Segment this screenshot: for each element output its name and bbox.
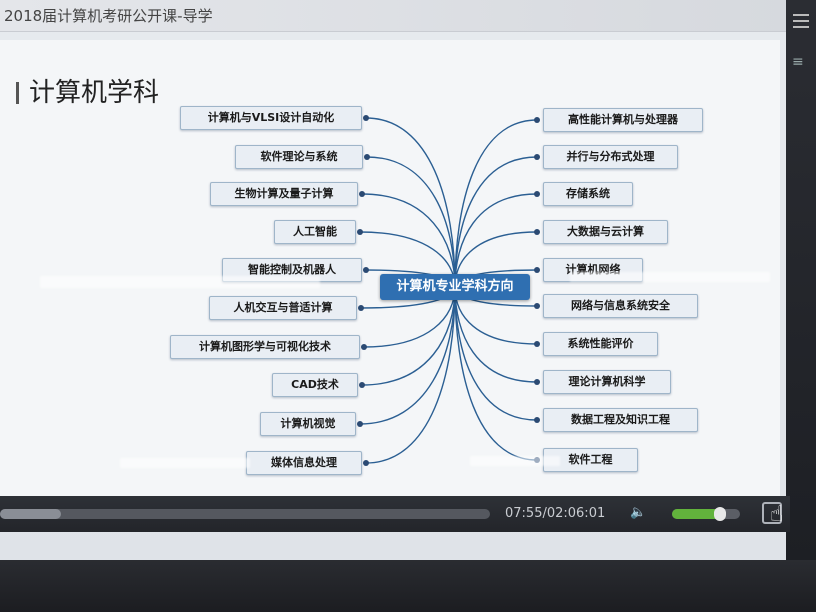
connector-dot <box>534 229 540 235</box>
right-branch-node: 网络与信息系统安全 <box>543 294 698 318</box>
connector-dot <box>534 117 540 123</box>
connector-dot <box>534 267 540 273</box>
connector-dot <box>534 154 540 160</box>
left-branch-node: 生物计算及量子计算 <box>210 182 358 206</box>
volume-icon[interactable]: 🔈 <box>630 505 650 523</box>
volume-slider[interactable] <box>672 509 740 519</box>
connector-dot <box>358 305 364 311</box>
connector-dot <box>534 379 540 385</box>
left-branch-node: 智能控制及机器人 <box>222 258 362 282</box>
volume-knob[interactable] <box>714 507 726 521</box>
connector-dot <box>363 460 369 466</box>
menu-icon[interactable] <box>793 14 809 28</box>
connector-line <box>455 287 537 420</box>
connector-dot <box>357 229 363 235</box>
right-branch-node: 高性能计算机与处理器 <box>543 108 703 132</box>
right-branch-node: 理论计算机科学 <box>543 370 671 394</box>
connector-dot <box>534 457 540 463</box>
connector-line <box>362 287 455 385</box>
right-branch-node: 系统性能评价 <box>543 332 658 356</box>
left-branch-node: 人机交互与普适计算 <box>209 296 357 320</box>
progress-bar[interactable] <box>0 509 490 519</box>
mindmap-center-node: 计算机专业学科方向 <box>380 274 530 300</box>
connector-line <box>455 157 537 287</box>
connector-dot <box>534 341 540 347</box>
right-branch-node: 计算机网络 <box>543 258 643 282</box>
left-branch-node: 计算机与VLSI设计自动化 <box>180 106 362 130</box>
list-icon[interactable]: ≡ <box>792 54 804 70</box>
connector-dot <box>363 267 369 273</box>
connector-dot <box>534 417 540 423</box>
right-branch-node: 数据工程及知识工程 <box>543 408 698 432</box>
connector-line <box>367 157 455 287</box>
left-branch-node: 人工智能 <box>274 220 356 244</box>
monitor-screen: 2018届计算机考研公开课-导学 计算机学科 计算机与VLSI设计自动化软件理论… <box>0 0 816 560</box>
connector-line <box>455 287 537 460</box>
connector-line <box>455 287 537 382</box>
connector-dot <box>534 303 540 309</box>
right-sidebar: ≡ <box>786 0 816 560</box>
connector-dot <box>357 421 363 427</box>
connector-line <box>366 287 455 463</box>
video-controls: 07:55/02:06:01 🔈 <box>0 496 790 532</box>
left-branch-node: 计算机视觉 <box>260 412 356 436</box>
connector-dot <box>363 115 369 121</box>
connector-dot <box>359 191 365 197</box>
right-branch-node: 存储系统 <box>543 182 633 206</box>
connector-dot <box>364 154 370 160</box>
right-branch-node: 软件工程 <box>543 448 638 472</box>
connector-dot <box>359 382 365 388</box>
connector-dot <box>534 191 540 197</box>
left-branch-node: 计算机图形学与可视化技术 <box>170 335 360 359</box>
right-branch-node: 并行与分布式处理 <box>543 145 678 169</box>
left-branch-node: 媒体信息处理 <box>246 451 362 475</box>
connector-dot <box>361 344 367 350</box>
monitor-bezel <box>0 560 816 612</box>
hand-cursor-icon: ☝ <box>770 502 783 527</box>
left-branch-node: CAD技术 <box>272 373 358 397</box>
left-branch-node: 软件理论与系统 <box>235 145 363 169</box>
progress-fill <box>0 509 61 519</box>
playback-time: 07:55/02:06:01 <box>505 506 605 521</box>
connector-line <box>366 118 455 287</box>
right-branch-node: 大数据与云计算 <box>543 220 668 244</box>
